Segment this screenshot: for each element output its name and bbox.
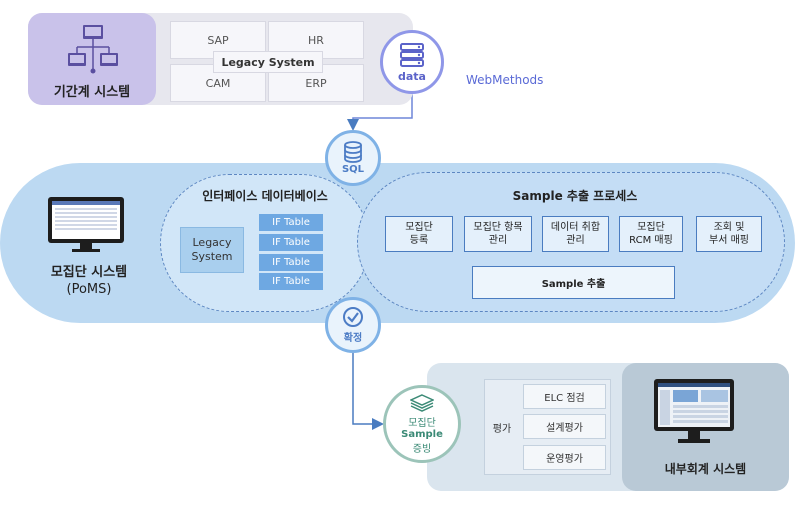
poms-subtitle: (PoMS) [66,282,112,297]
sample-evidence-node: 모집단 Sample 증빙 [383,385,461,463]
if-legacy-line2: System [191,250,233,263]
confirm-label: 확정 [343,333,363,344]
sample-extract-box: Sample 추출 [472,266,675,299]
layers-icon [410,393,434,412]
sample-process-title: Sample 추출 프로세스 [512,189,638,203]
data-node: data [380,30,444,94]
step-3-line1: 데이터 취합 [550,222,601,233]
evidence-line3: 증빙 [412,443,432,455]
step-item-manage: 모집단 항목 관리 [464,216,532,252]
step-2-line1: 모집단 항목 [473,222,523,233]
legacy-system-label: 기간계 시스템 [53,85,131,100]
confirm-node: 확정 [325,297,381,353]
eval-item-design: 설계평가 [523,414,606,439]
step-3-line2: 관리 [566,235,585,246]
step-5-line1: 조회 및 [713,222,745,233]
network-icon [68,25,118,74]
step-2-line2: 관리 [488,235,508,246]
eval-item-elc: ELC 점검 [523,384,606,409]
poms-title: 모집단 시스템 [50,265,128,280]
data-label: data [398,69,426,83]
monitor-icon [48,197,124,252]
step-1-line2: 등록 [409,235,429,246]
check-circle-icon [343,307,363,327]
step-1-line1: 모집단 [405,222,433,233]
database-cylinder-icon [344,141,362,163]
interface-db-title: 인터페이스 데이터베이스 [202,189,328,203]
internal-system-label: 내부회계 시스템 [664,462,747,476]
if-table-3: IF Table [259,254,323,271]
if-legacy-line1: Legacy [192,236,232,249]
evidence-line2: Sample [401,428,443,440]
step-4-line2: RCM 매핑 [629,235,673,246]
dashboard-monitor-icon [654,379,734,443]
step-rcm-mapping: 모집단 RCM 매핑 [619,216,683,252]
database-icon [400,42,424,67]
step-data-collect: 데이터 취합 관리 [542,216,609,252]
legacy-system-card: 기간계 시스템 [28,13,156,105]
legacy-center-label: Legacy System [213,51,323,73]
if-table-1: IF Table [259,214,323,231]
step-5-line2: 부서 매핑 [709,235,749,246]
step-dept-mapping: 조회 및 부서 매핑 [696,216,762,252]
evidence-line1: 모집단 [408,417,436,429]
step-register: 모집단 등록 [385,216,453,252]
webmethods-label: WebMethods [466,73,544,87]
step-4-line1: 모집단 [637,222,665,233]
poms-label: 모집단 시스템 (PoMS) [14,264,164,298]
eval-item-operation: 운영평가 [523,445,606,470]
if-table-2: IF Table [259,234,323,251]
sql-node: SQL [325,130,381,186]
if-table-4: IF Table [259,273,323,290]
sql-label: SQL [341,164,365,175]
evaluation-label: 평가 [492,424,512,435]
if-legacy-system-box: Legacy System [180,227,244,273]
